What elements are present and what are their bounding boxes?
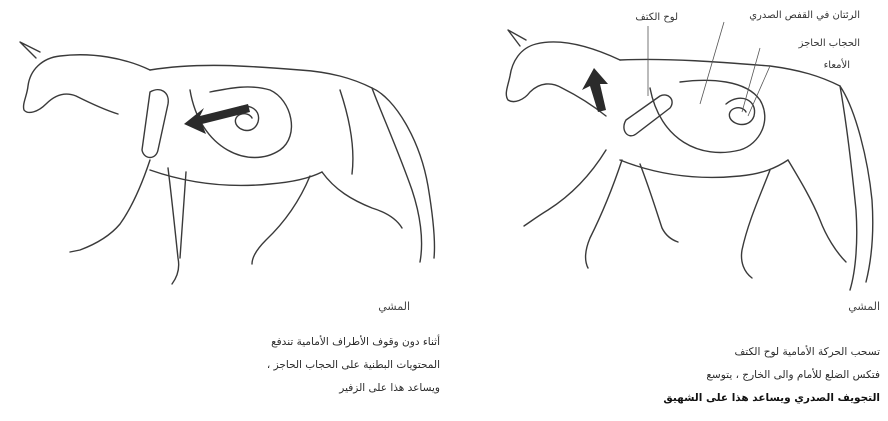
left-caption-line-3: ويساعد هذا على الزفير [180, 382, 440, 394]
leader-lungs [700, 22, 724, 104]
right-arrow-icon [582, 68, 608, 112]
left-caption-line-1: أثناء دون وقوف الأطراف الأمامية تندفع [180, 336, 440, 348]
right-horse-front-leg-1 [524, 150, 606, 226]
right-horse-ear [508, 30, 526, 46]
right-horse-front-leg-2 [586, 160, 622, 268]
right-horse-belly [620, 160, 788, 177]
label-diaphragm: الحجاب الحاجز [700, 38, 860, 50]
right-horse-scapula [624, 95, 672, 136]
right-horse-front-leg-3 [640, 164, 678, 242]
right-horse-tail [840, 86, 873, 290]
right-caption-line-3: التجويف الصدري ويساعد هذا على الشهيق [580, 392, 880, 404]
right-horse-hind-leg-1 [788, 160, 846, 262]
right-caption-title: المشي [720, 300, 880, 313]
right-horse-hind-leg-2 [741, 170, 770, 278]
right-caption-line-2: فتكس الضلع للأمام والى الخارج ، يتوسع [580, 369, 880, 381]
label-lungs: الرئتان في القفص الصدري [680, 10, 860, 22]
left-caption-title: المشي [250, 300, 410, 313]
right-caption-line-1: تسحب الحركة الأمامية لوح الكتف [580, 346, 880, 358]
label-intestines: الأمعاء [740, 60, 850, 72]
label-shoulder-blade: لوح الكتف [598, 12, 678, 24]
left-caption-line-2: المحتويات البطنية على الحجاب الحاجز ، [180, 359, 440, 371]
